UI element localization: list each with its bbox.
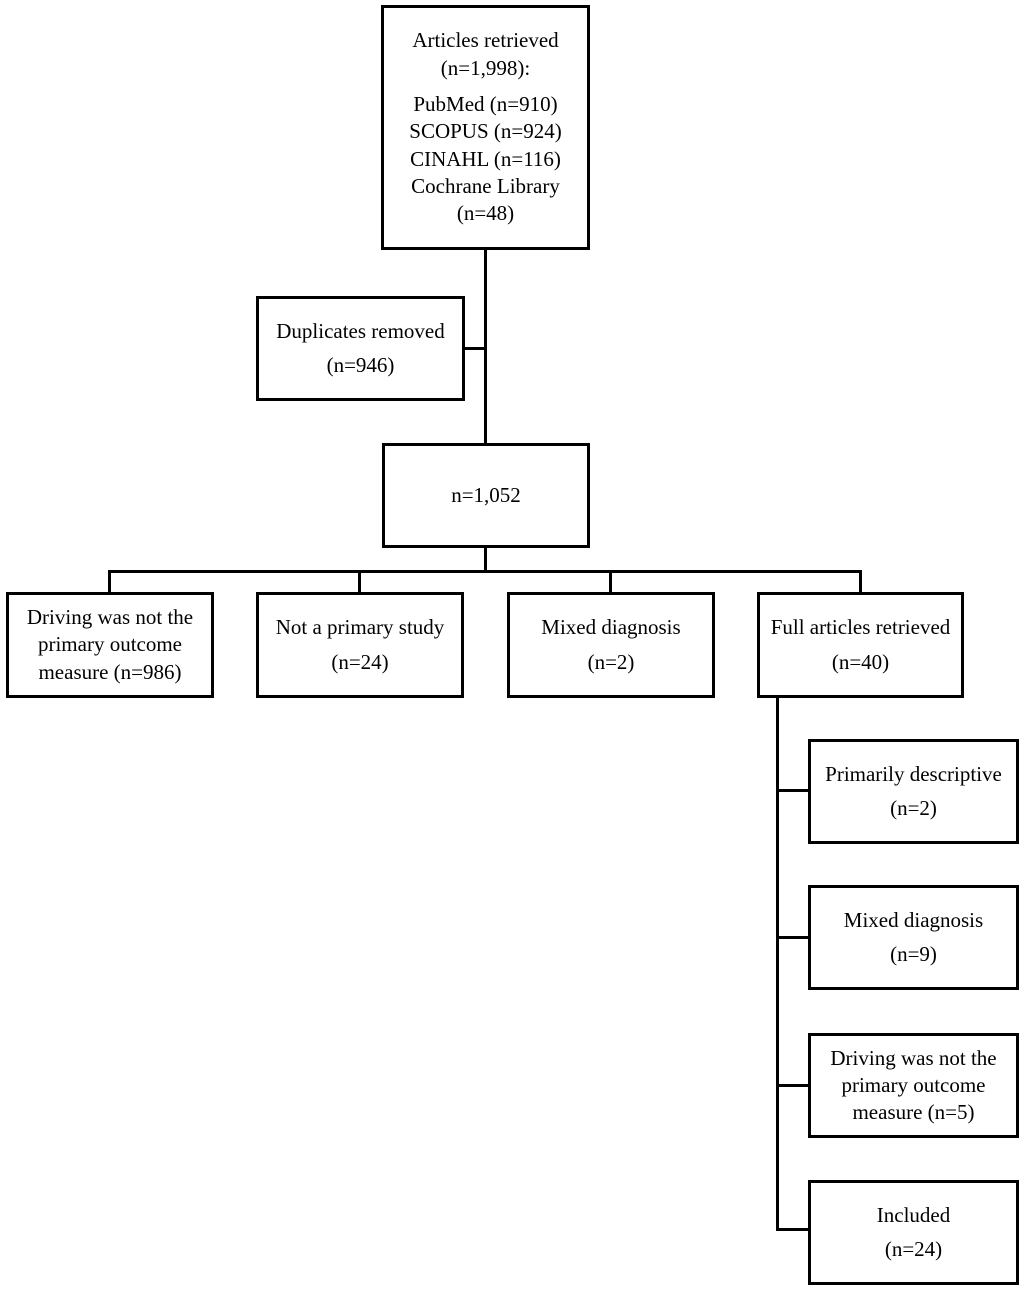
excluded-not-primary-study-label: Not a primary study xyxy=(275,615,445,640)
connector-fullarticles-vertical xyxy=(776,698,779,1231)
connector-stub-primarily-descriptive xyxy=(776,789,810,792)
connector-stub-mixed-diagnosis xyxy=(776,936,810,939)
connector-stub-not-primary-outcome xyxy=(776,1084,810,1087)
primarily-descriptive-count: (n=2) xyxy=(890,796,937,820)
box-excluded-mixed-diagnosis: Mixed diagnosis (n=2) xyxy=(507,592,715,698)
full-mixed-diagnosis-count: (n=9) xyxy=(890,942,937,966)
source-cochrane: Cochrane Library (n=48) xyxy=(411,173,560,226)
records-after-duplicates-label: n=1,052 xyxy=(451,482,521,507)
full-articles-retrieved-count: (n=40) xyxy=(831,649,890,674)
box-included: Included (n=24) xyxy=(808,1180,1019,1285)
box-full-articles-retrieved: Full articles retrieved (n=40) xyxy=(757,592,964,698)
full-not-primary-outcome-label: Driving was not the primary outcome meas… xyxy=(830,1045,997,1125)
box-articles-retrieved: Articles retrieved (n=1,998): PubMed (n=… xyxy=(381,5,590,250)
full-mixed-diagnosis-label: Mixed diagnosis xyxy=(843,907,984,932)
included-label: Included xyxy=(876,1202,951,1227)
box-duplicates-removed: Duplicates removed (n=946) xyxy=(256,296,465,401)
full-articles-retrieved-label: Full articles retrieved xyxy=(770,615,951,640)
connector-branch-stub-3 xyxy=(609,570,612,594)
primarily-descriptive-label: Primarily descriptive xyxy=(825,761,1002,786)
duplicates-removed-label: Duplicates removed xyxy=(276,318,445,343)
connector-branch-stub-1 xyxy=(108,570,111,594)
box-full-mixed-diagnosis: Mixed diagnosis (n=9) xyxy=(808,885,1019,990)
box-primarily-descriptive: Primarily descriptive (n=2) xyxy=(808,739,1019,844)
box-full-not-primary-outcome: Driving was not the primary outcome meas… xyxy=(808,1033,1019,1138)
connector-branch-stub-4 xyxy=(859,570,862,594)
articles-retrieved-heading: Articles retrieved (n=1,998): xyxy=(412,28,559,80)
excluded-mixed-diagnosis-count: (n=2) xyxy=(587,649,635,674)
box-excluded-not-primary-outcome: Driving was not the primary outcome meas… xyxy=(6,592,214,698)
connector-elbow-included xyxy=(776,1228,810,1231)
duplicates-removed-count: (n=946) xyxy=(326,353,395,377)
included-count: (n=24) xyxy=(884,1237,943,1261)
source-cinahl: CINAHL (n=116) xyxy=(410,146,561,171)
excluded-not-primary-outcome-label: Driving was not the primary outcome meas… xyxy=(26,605,194,684)
connector-branch-horizontal xyxy=(108,570,862,573)
source-pubmed: PubMed (n=910) xyxy=(413,92,558,117)
excluded-mixed-diagnosis-label: Mixed diagnosis xyxy=(541,615,681,640)
connector-branch-stub-2 xyxy=(358,570,361,594)
connector-duplicates-horizontal xyxy=(462,347,486,350)
connector-pool-to-branch-vertical xyxy=(484,547,487,572)
box-excluded-not-primary-study: Not a primary study (n=24) xyxy=(256,592,464,698)
excluded-not-primary-study-count: (n=24) xyxy=(331,649,389,674)
box-records-after-duplicates: n=1,052 xyxy=(382,443,590,548)
source-scopus: SCOPUS (n=924) xyxy=(409,119,562,144)
